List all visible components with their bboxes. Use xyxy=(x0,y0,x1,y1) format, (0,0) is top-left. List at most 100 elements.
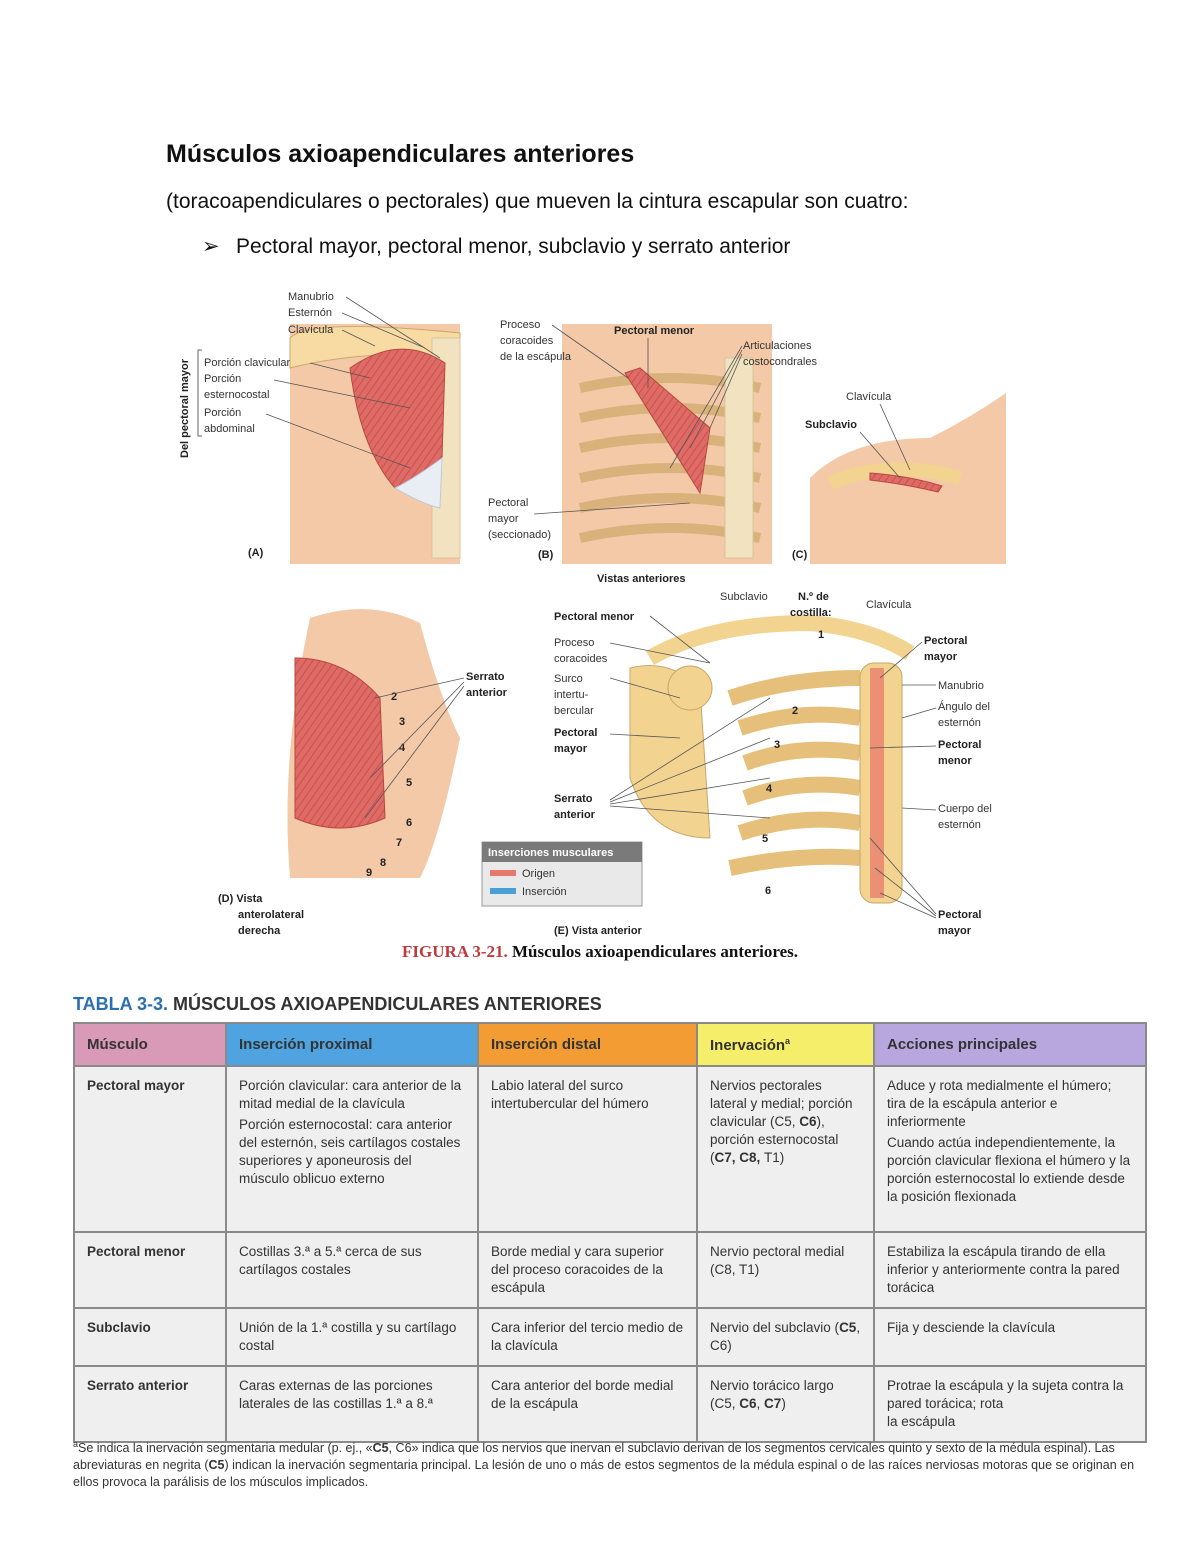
panel-a-label: Clavícula xyxy=(288,324,334,336)
cell-paragraph: Porción clavicular: cara anterior de la … xyxy=(239,1078,462,1111)
panel-e-label: Cuerpo del xyxy=(938,803,992,815)
panel-a-side-label: Del pectoral mayor xyxy=(179,358,191,458)
header-cell-label: Inervación xyxy=(710,1036,786,1054)
header-cell: Músculo xyxy=(73,1022,227,1067)
rib-number: 2 xyxy=(792,705,798,717)
panel-b-label: de la escápula xyxy=(500,351,572,363)
rib-number: 5 xyxy=(762,833,768,845)
panel-d-label: anterior xyxy=(466,687,508,699)
actions-cell: Aduce y rota medialmente el húmero; tira… xyxy=(873,1065,1147,1233)
rib-number: 4 xyxy=(766,783,773,795)
panel-e-label: anterior xyxy=(554,809,596,821)
panel-e-label: esternón xyxy=(938,717,981,729)
anatomy-figure: Manubrio Esternón Clavícula Porción clav… xyxy=(179,291,1006,937)
legend-insertion-label: Inserción xyxy=(522,886,567,898)
panel-e-label: Surco xyxy=(554,673,583,685)
muscle-name: Pectoral mayor xyxy=(73,1065,227,1233)
text-run-bold: C7, C8, xyxy=(714,1150,765,1165)
rib-number: 6 xyxy=(406,817,412,829)
panel-a-label: Porción clavicular xyxy=(204,357,291,369)
rib-number: 1 xyxy=(818,629,824,641)
panel-e-caption: (E) Vista anterior xyxy=(554,925,643,937)
distal-cell: Labio lateral del surco intertubercular … xyxy=(477,1065,698,1233)
table-row: Serrato anterior Caras externas de las p… xyxy=(73,1365,1147,1443)
muscle-name: Pectoral menor xyxy=(73,1231,227,1309)
text-run: la escápula xyxy=(887,1414,956,1429)
panel-e-leaders xyxy=(609,615,937,919)
text-run: Protrae la escápula y la sujeta contra l… xyxy=(887,1378,1124,1411)
panel-e-label: mayor xyxy=(554,743,588,755)
panel-d-rib-numbers: 2 3 4 5 6 7 8 9 xyxy=(366,691,412,879)
panel-a-label: esternocostal xyxy=(204,389,269,401)
legend-header xyxy=(482,842,642,862)
panel-b-label: Pectoral menor xyxy=(614,325,695,337)
panel-e: 1 2 3 4 5 6 Pectoral menor Proceso corac… xyxy=(554,591,992,937)
distal-cell: Borde medial y cara superior del proceso… xyxy=(477,1231,698,1309)
rib-number: 3 xyxy=(774,739,780,751)
insertion-legend: Inserciones musculares Origen Inserción xyxy=(481,841,643,907)
panel-c-label: Clavícula xyxy=(846,391,892,403)
proximal-cell: Unión de la 1.ª costilla y su cartílago … xyxy=(225,1307,479,1367)
panel-e-label: Manubrio xyxy=(938,680,984,692)
panel-a: Manubrio Esternón Clavícula Porción clav… xyxy=(179,291,461,564)
cell-paragraph: Cuando actúa independientemente, la porc… xyxy=(887,1135,1131,1204)
panel-d-label: Serrato xyxy=(466,671,505,683)
muscles-table: Músculo Inserción proximal Inserción dis… xyxy=(73,1022,1147,1443)
panel-e-humeral-head xyxy=(667,665,713,711)
panel-a-label: Porción xyxy=(204,407,241,419)
panel-d-muscle xyxy=(294,657,386,829)
table-title-number: TABLA 3-3. xyxy=(73,994,169,1014)
panel-e-label: bercular xyxy=(554,705,594,717)
innervation-cell: Nervio torácico largo (C5, C6, C7) xyxy=(696,1365,875,1443)
actions-cell: Estabiliza la escápula tirando de ella i… xyxy=(873,1231,1147,1309)
panel-e-label: Proceso xyxy=(554,637,594,649)
panel-b-label: coracoides xyxy=(500,335,554,347)
panel-e-label: esternón xyxy=(938,819,981,831)
text-run-bold: C5 xyxy=(839,1320,857,1335)
text-run-bold: C7 xyxy=(764,1396,782,1411)
intro-text: (toracoapendiculares o pectorales) que m… xyxy=(166,190,909,213)
panel-e-label: costilla: xyxy=(790,607,832,619)
panel-a-leaders xyxy=(265,296,441,469)
proximal-cell: Porción clavicular: cara anterior de la … xyxy=(225,1065,479,1233)
rib-number: 9 xyxy=(366,867,372,879)
panel-e-origin-strip xyxy=(870,668,884,898)
panel-a-label: Manubrio xyxy=(288,291,334,303)
table-footnote: aSe indica la inervación segmentaria med… xyxy=(73,1436,1148,1491)
panel-b-label: (seccionado) xyxy=(488,529,551,541)
panel-b-label: Pectoral xyxy=(488,497,528,509)
panel-c: Clavícula Subclavio (C) xyxy=(792,391,1006,564)
rib-number: 2 xyxy=(391,691,397,703)
panel-c-leaders xyxy=(859,403,911,479)
footnote-marker: a xyxy=(73,1439,79,1449)
panel-a-aponeurosis xyxy=(393,456,443,509)
panel-e-label: Ángulo del xyxy=(938,700,990,713)
rib-number: 8 xyxy=(380,857,386,869)
distal-cell: Cara anterior del borde medial de la esc… xyxy=(477,1365,698,1443)
bullet-item: ➢ Pectoral mayor, pectoral menor, subclav… xyxy=(202,234,790,259)
panel-e-label: Pectoral menor xyxy=(554,611,635,623)
bullet-arrow-icon: ➢ xyxy=(202,235,220,258)
rib-number: 6 xyxy=(765,885,771,897)
header-cell: Inervacióna xyxy=(696,1022,875,1067)
panel-e-label: Pectoral xyxy=(938,909,981,921)
bullet-text: Pectoral mayor, pectoral menor, subclavi… xyxy=(236,235,791,258)
rib-number: 7 xyxy=(396,837,402,849)
panel-e-label: Pectoral xyxy=(924,635,967,647)
actions-cell: Protrae la escápula y la sujeta contra l… xyxy=(873,1365,1147,1443)
text-run: T1) xyxy=(764,1150,785,1165)
panel-e-label: Clavícula xyxy=(866,599,912,611)
panel-e-label: Pectoral xyxy=(554,727,597,739)
text-run: , C6) xyxy=(710,1320,861,1353)
rib-number: 5 xyxy=(406,777,412,789)
panel-e-rib-numbers: 1 2 3 4 5 6 xyxy=(762,629,824,897)
text-run-bold: C5 xyxy=(372,1441,389,1456)
panel-e-label: N.º de xyxy=(798,591,829,603)
text-run: , xyxy=(756,1396,765,1411)
figure-caption: FIGURA 3-21. Músculos axioapendiculares … xyxy=(0,942,1200,962)
panel-e-label: coracoides xyxy=(554,653,608,665)
panel-a-label: Porción xyxy=(204,373,241,385)
text-run-bold: C5 xyxy=(208,1458,225,1473)
text-run: ) xyxy=(781,1396,786,1411)
page-heading: Músculos axioapendiculares anteriores xyxy=(166,140,635,168)
